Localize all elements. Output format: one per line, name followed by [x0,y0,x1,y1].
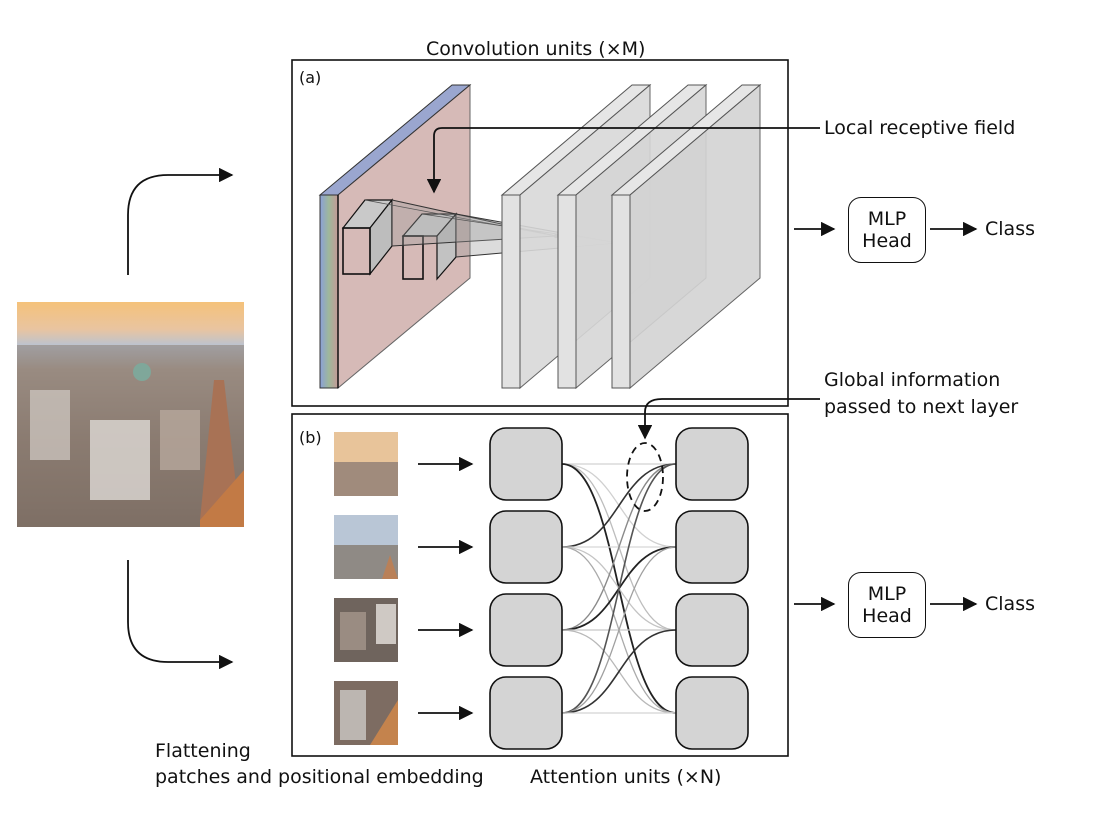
patch-2 [334,515,398,579]
mlp-bottom-line2: Head [862,605,912,627]
mlp-top-line2: Head [862,230,912,252]
mlp-bottom-line1: MLP [867,583,907,605]
curve-arrow-bottom [127,560,234,670]
feature-map-stack [500,83,762,390]
global-info-ellipse [626,442,664,512]
attention-nodes-right [675,427,749,750]
panel-a-tag: (a) [299,68,322,87]
flatten-line1: Flattening [155,740,251,762]
attention-nodes-left [489,427,563,750]
attention-units-title: Attention units (×N) [530,766,722,788]
global-info-line2: passed to next layer [824,396,1019,418]
feature-map-3 [610,83,762,390]
patch-1 [334,432,398,496]
mlp-head-bottom: MLP Head [848,572,926,638]
patch-4 [334,681,398,745]
local-field-pointer [426,127,820,194]
patch-3 [334,598,398,662]
mlp-top-line1: MLP [867,208,907,230]
global-info-line1: Global information [824,369,1001,391]
class-label-bottom: Class [985,593,1035,615]
class-label-top: Class [985,218,1035,240]
panel-b-tag: (b) [299,428,322,447]
attention-connections [561,463,677,714]
panel-b-frame [291,413,789,757]
flatten-line2: patches and positional embedding [155,766,484,788]
global-info-pointer [637,398,820,440]
panel-a-frame [291,59,789,407]
patch-arrows [418,456,474,721]
curve-arrow-top [127,167,234,275]
conv-units-title: Convolution units (×M) [426,38,646,60]
mlp-head-top: MLP Head [848,197,926,263]
local-field-label: Local receptive field [824,117,1016,139]
input-image [17,302,244,527]
